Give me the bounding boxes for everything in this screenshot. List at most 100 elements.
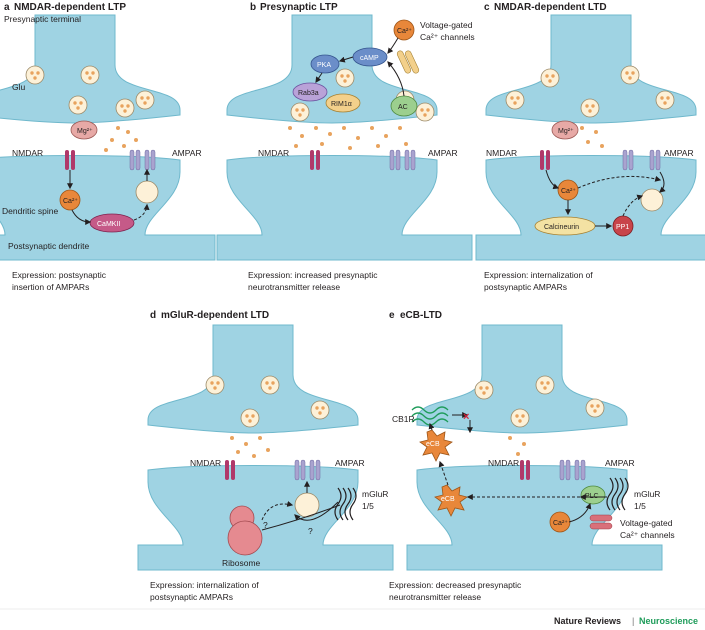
vesicle — [415, 102, 435, 122]
panel-a-caption-line1: Expression: postsynaptic — [12, 270, 107, 280]
panel-b: b Presynaptic LTP Ca²⁺ cAMP PKA Rab3a RI… — [216, 2, 475, 292]
nmdar-label: NMDAR — [12, 148, 43, 158]
vesicle — [80, 65, 100, 85]
panel-a-caption-line2: insertion of AMPARs — [12, 282, 89, 292]
ac-label: AC — [398, 104, 408, 111]
vesicle — [310, 400, 330, 420]
panel-d-letter: d — [150, 310, 156, 321]
rim1a-label: RIM1α — [331, 101, 352, 108]
arrow — [338, 56, 354, 63]
mglur-label-line2: 1/5 — [362, 501, 374, 511]
panel-c-letter: c — [484, 2, 490, 13]
mglur-label-line2: 1/5 — [634, 501, 646, 511]
vgcc-label-line1: Voltage-gated — [620, 518, 673, 528]
panel-e-caption-line2: neurotransmitter release — [389, 592, 481, 602]
panel-d-title: mGluR-dependent LTD — [161, 310, 269, 321]
footer-separator: | — [632, 616, 634, 626]
vesicle — [240, 408, 260, 428]
ampar-label: AMPAR — [335, 458, 365, 468]
presynaptic-terminal-label: Presynaptic terminal — [4, 14, 81, 24]
arrow — [545, 169, 560, 190]
arrow — [659, 171, 666, 193]
postsynaptic-spine — [475, 155, 705, 261]
postsynaptic-spine — [216, 155, 473, 261]
panel-c-caption-line1: Expression: internalization of — [484, 270, 593, 280]
ca-label: Ca²⁺ — [553, 520, 568, 527]
panel-b-caption-line2: neurotransmitter release — [248, 282, 340, 292]
vesicle — [535, 375, 555, 395]
vesicle — [290, 102, 310, 122]
vesicle — [474, 380, 494, 400]
nmdar-label: NMDAR — [486, 148, 517, 158]
postsynaptic-spine — [137, 465, 394, 571]
panel-a-title: NMDAR-dependent LTP — [14, 2, 126, 13]
vesicle — [205, 375, 225, 395]
vesicle — [115, 98, 135, 118]
ca-label: Ca²⁺ — [397, 28, 412, 35]
arrow — [568, 502, 592, 523]
arrow — [387, 61, 405, 97]
ecb-lower-label: eCB — [441, 496, 455, 503]
vesicle — [335, 68, 355, 88]
vgcc-label-line2: Ca²⁺ channels — [620, 530, 675, 540]
rab3a-label: Rab3a — [298, 90, 319, 97]
panel-b-caption-line1: Expression: increased presynaptic — [248, 270, 378, 280]
ca-label: Ca²⁺ — [63, 198, 78, 205]
vgcc-label-line1: Voltage-gated — [420, 20, 473, 30]
glutamate-dots — [580, 126, 604, 148]
panel-b-letter: b — [250, 2, 256, 13]
camkii-label: CaMKII — [97, 221, 120, 228]
mg-label: Mg²⁺ — [558, 128, 574, 135]
footer-section: Neuroscience — [639, 616, 698, 626]
inhibition-cross: × — [463, 411, 469, 423]
ribosome-large — [227, 520, 263, 556]
panel-d-caption-line1: Expression: internalization of — [150, 580, 259, 590]
vesicle — [260, 375, 280, 395]
vgcc-label-line2: Ca²⁺ channels — [420, 32, 475, 42]
ecb-upper — [419, 429, 453, 462]
question-mark-2: ? — [308, 526, 313, 536]
ampar-vesicle — [135, 180, 159, 204]
ca-label: Ca²⁺ — [561, 188, 576, 195]
panel-d-caption-line2: postsynaptic AMPARs — [150, 592, 233, 602]
arrow — [387, 37, 399, 54]
vgcc-channel — [396, 50, 412, 74]
arrow — [315, 72, 323, 83]
glutamate-dots — [288, 126, 408, 150]
panel-e-caption-line1: Expression: decreased presynaptic — [389, 580, 522, 590]
pp1-label: PP1 — [616, 224, 629, 231]
ecb-lower — [434, 484, 468, 517]
pka-label: PKA — [317, 62, 331, 69]
ampar-label: AMPAR — [664, 148, 694, 158]
panel-e-title: eCB-LTD — [400, 310, 442, 321]
postsynaptic-dendrite-label: Postsynaptic dendrite — [8, 241, 90, 251]
arrow — [133, 203, 150, 221]
ca-ion — [59, 189, 81, 211]
mglur-label-line1: mGluR — [362, 489, 388, 499]
vesicle — [25, 65, 45, 85]
panel-b-title: Presynaptic LTP — [260, 2, 338, 13]
arrow — [428, 422, 435, 431]
vesicle — [585, 398, 605, 418]
vgcc-channel — [589, 514, 613, 522]
vgcc-channel — [404, 50, 420, 74]
mg-ion — [70, 120, 98, 140]
footer-journal: Nature Reviews — [554, 616, 621, 626]
ampar-label: AMPAR — [172, 148, 202, 158]
nmdar-label: NMDAR — [258, 148, 289, 158]
panel-a-letter: a — [4, 2, 10, 13]
nmdar-label: NMDAR — [190, 458, 221, 468]
question-mark-1: ? — [263, 520, 268, 530]
vesicle — [505, 90, 525, 110]
vesicle — [540, 68, 560, 88]
panel-d: d mGluR-dependent LTD ? ? NMDAR AMPAR mG… — [137, 310, 394, 602]
vgcc-channel — [589, 522, 613, 530]
panel-c-caption-line2: postsynaptic AMPARs — [484, 282, 567, 292]
vesicle — [68, 95, 88, 115]
ampar-label: AMPAR — [605, 458, 635, 468]
panel-c: c NMDAR-dependent LTD Mg²⁺ Ca²⁺ Calcineu… — [475, 2, 705, 292]
pka — [310, 54, 340, 74]
vesicle — [135, 90, 155, 110]
vesicle — [620, 65, 640, 85]
ampar-vesicle — [640, 188, 664, 212]
